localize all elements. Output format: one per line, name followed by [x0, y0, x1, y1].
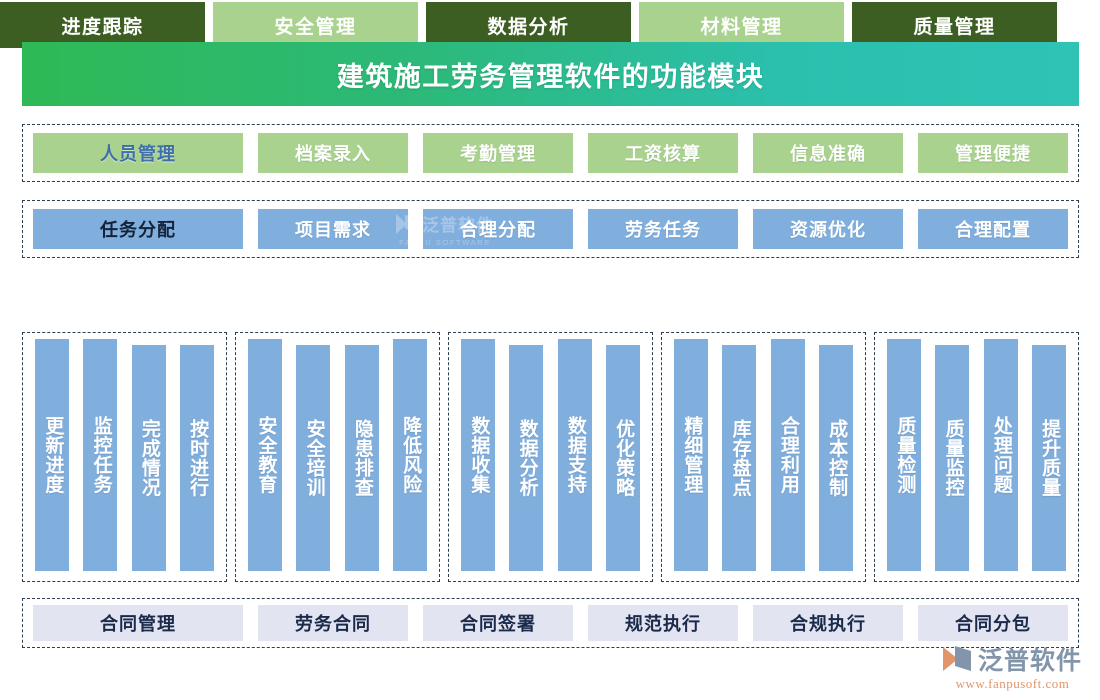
column-safety-education[interactable]: 安全教育	[248, 339, 283, 571]
chip-convenient-management[interactable]: 管理便捷	[918, 133, 1068, 173]
category-progress-tracking[interactable]: 进度跟踪	[0, 2, 205, 48]
category-material-management[interactable]: 材料管理	[639, 2, 844, 48]
column-data-collection[interactable]: 数据收集	[461, 339, 496, 571]
chip-accurate-information[interactable]: 信息准确	[753, 133, 903, 173]
page-title: 建筑施工劳务管理软件的功能模块	[336, 61, 765, 92]
chip-labor-contract[interactable]: 劳务合同	[258, 605, 408, 641]
column-group-progress-tracking: 更新进度 监控任务 完成情况 按时进行	[22, 332, 227, 582]
category-quality-management[interactable]: 质量管理	[852, 2, 1057, 48]
chip-contract-subcontract[interactable]: 合同分包	[918, 605, 1068, 641]
chip-attendance-management[interactable]: 考勤管理	[423, 133, 573, 173]
chip-compliant-execution[interactable]: 合规执行	[753, 605, 903, 641]
chip-standard-execution[interactable]: 规范执行	[588, 605, 738, 641]
category-data-analysis[interactable]: 数据分析	[426, 2, 631, 48]
column-groups-area: 更新进度 监控任务 完成情况 按时进行 安全教育 安全培训 隐患排查 降低风险 …	[22, 332, 1079, 582]
column-group-safety-management: 安全教育 安全培训 隐患排查 降低风险	[235, 332, 440, 582]
chip-reasonable-allocation[interactable]: 合理分配	[423, 209, 573, 249]
column-quality-inspection[interactable]: 质量检测	[887, 339, 922, 571]
title-banner: 建筑施工劳务管理软件的功能模块	[22, 42, 1079, 106]
column-optimization-strategy[interactable]: 优化策略	[605, 345, 640, 571]
column-completion-status[interactable]: 完成情况	[131, 345, 166, 571]
chip-reasonable-configuration[interactable]: 合理配置	[918, 209, 1068, 249]
chip-archive-entry[interactable]: 档案录入	[258, 133, 408, 173]
column-handle-problems[interactable]: 处理问题	[983, 339, 1018, 571]
column-update-progress[interactable]: 更新进度	[35, 339, 70, 571]
column-reduce-risk[interactable]: 降低风险	[392, 339, 427, 571]
column-inventory-count[interactable]: 库存盘点	[722, 345, 757, 571]
column-group-material-management: 精细管理 库存盘点 合理利用 成本控制	[661, 332, 866, 582]
column-data-support[interactable]: 数据支持	[557, 339, 592, 571]
column-on-time-execution[interactable]: 按时进行	[179, 345, 214, 571]
column-hazard-inspection[interactable]: 隐患排查	[344, 345, 379, 571]
brand-logo: 泛普软件 www.fanpusoft.com	[942, 641, 1082, 692]
chip-personnel-management[interactable]: 人员管理	[33, 133, 243, 173]
column-cost-control[interactable]: 成本控制	[818, 345, 853, 571]
fanpu-logo-icon	[942, 645, 973, 673]
brand-url: www.fanpusoft.com	[955, 676, 1070, 691]
category-safety-management[interactable]: 安全管理	[213, 2, 418, 48]
brand-name: 泛普软件	[977, 647, 1082, 675]
chip-contract-signing[interactable]: 合同签署	[423, 605, 573, 641]
chip-resource-optimization[interactable]: 资源优化	[753, 209, 903, 249]
chip-labor-tasks[interactable]: 劳务任务	[588, 209, 738, 249]
category-header-row: 进度跟踪 安全管理 数据分析 材料管理 质量管理	[0, 0, 1057, 50]
column-safety-training[interactable]: 安全培训	[296, 345, 331, 571]
column-quality-monitoring[interactable]: 质量监控	[935, 345, 970, 571]
chip-task-assignment[interactable]: 任务分配	[33, 209, 243, 249]
chip-contract-management[interactable]: 合同管理	[33, 605, 243, 641]
column-monitor-tasks[interactable]: 监控任务	[83, 339, 118, 571]
column-improve-quality[interactable]: 提升质量	[1031, 345, 1066, 571]
column-reasonable-use[interactable]: 合理利用	[770, 339, 805, 571]
column-refined-management[interactable]: 精细管理	[674, 339, 709, 571]
column-group-quality-management: 质量检测 质量监控 处理问题 提升质量	[874, 332, 1079, 582]
personnel-row: 人员管理 档案录入 考勤管理 工资核算 信息准确 管理便捷	[22, 124, 1079, 182]
chip-project-requirements[interactable]: 项目需求	[258, 209, 408, 249]
column-group-data-analysis: 数据收集 数据分析 数据支持 优化策略	[448, 332, 653, 582]
task-row: 任务分配 项目需求 合理分配 劳务任务 资源优化 合理配置	[22, 200, 1079, 258]
chip-salary-accounting[interactable]: 工资核算	[588, 133, 738, 173]
column-data-analysis[interactable]: 数据分析	[509, 345, 544, 571]
contract-row: 合同管理 劳务合同 合同签署 规范执行 合规执行 合同分包	[22, 598, 1079, 648]
